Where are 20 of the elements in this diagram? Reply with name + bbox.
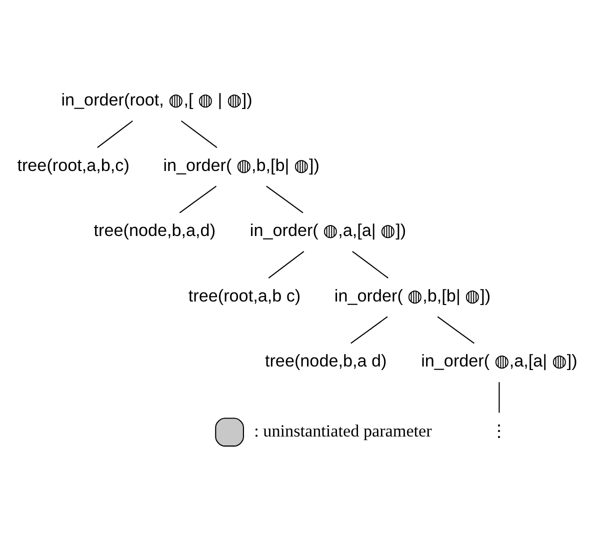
- legend-label: : uninstantiated parameter: [254, 420, 432, 440]
- connector: [180, 120, 218, 148]
- node-text: tree(root,a,b,c): [17, 155, 130, 174]
- connector: [266, 185, 304, 213]
- connector: [498, 382, 500, 412]
- connector: [268, 250, 304, 278]
- connector: [437, 316, 474, 344]
- connector: [97, 120, 133, 148]
- node-text: tree(node,b,a,d): [94, 220, 216, 240]
- node-text: ⋮: [490, 420, 508, 440]
- node-text: in_order( ◍,a,[a| ◍]): [250, 220, 406, 240]
- connector: [352, 250, 388, 278]
- node-text: in_order( ◍,a,[a| ◍]): [421, 351, 578, 370]
- node-text: in_order( ◍,b,[b| ◍]): [334, 286, 491, 305]
- connector: [179, 185, 217, 213]
- node-text: in_order( ◍,b,[b| ◍]): [163, 155, 320, 174]
- connector: [350, 316, 388, 344]
- node-text: tree(node,b,a d): [264, 351, 387, 370]
- node-text: tree(root,a,b c): [188, 286, 301, 305]
- node-text: in_order(root, ◍,[ ◍ | ◍]): [61, 90, 252, 110]
